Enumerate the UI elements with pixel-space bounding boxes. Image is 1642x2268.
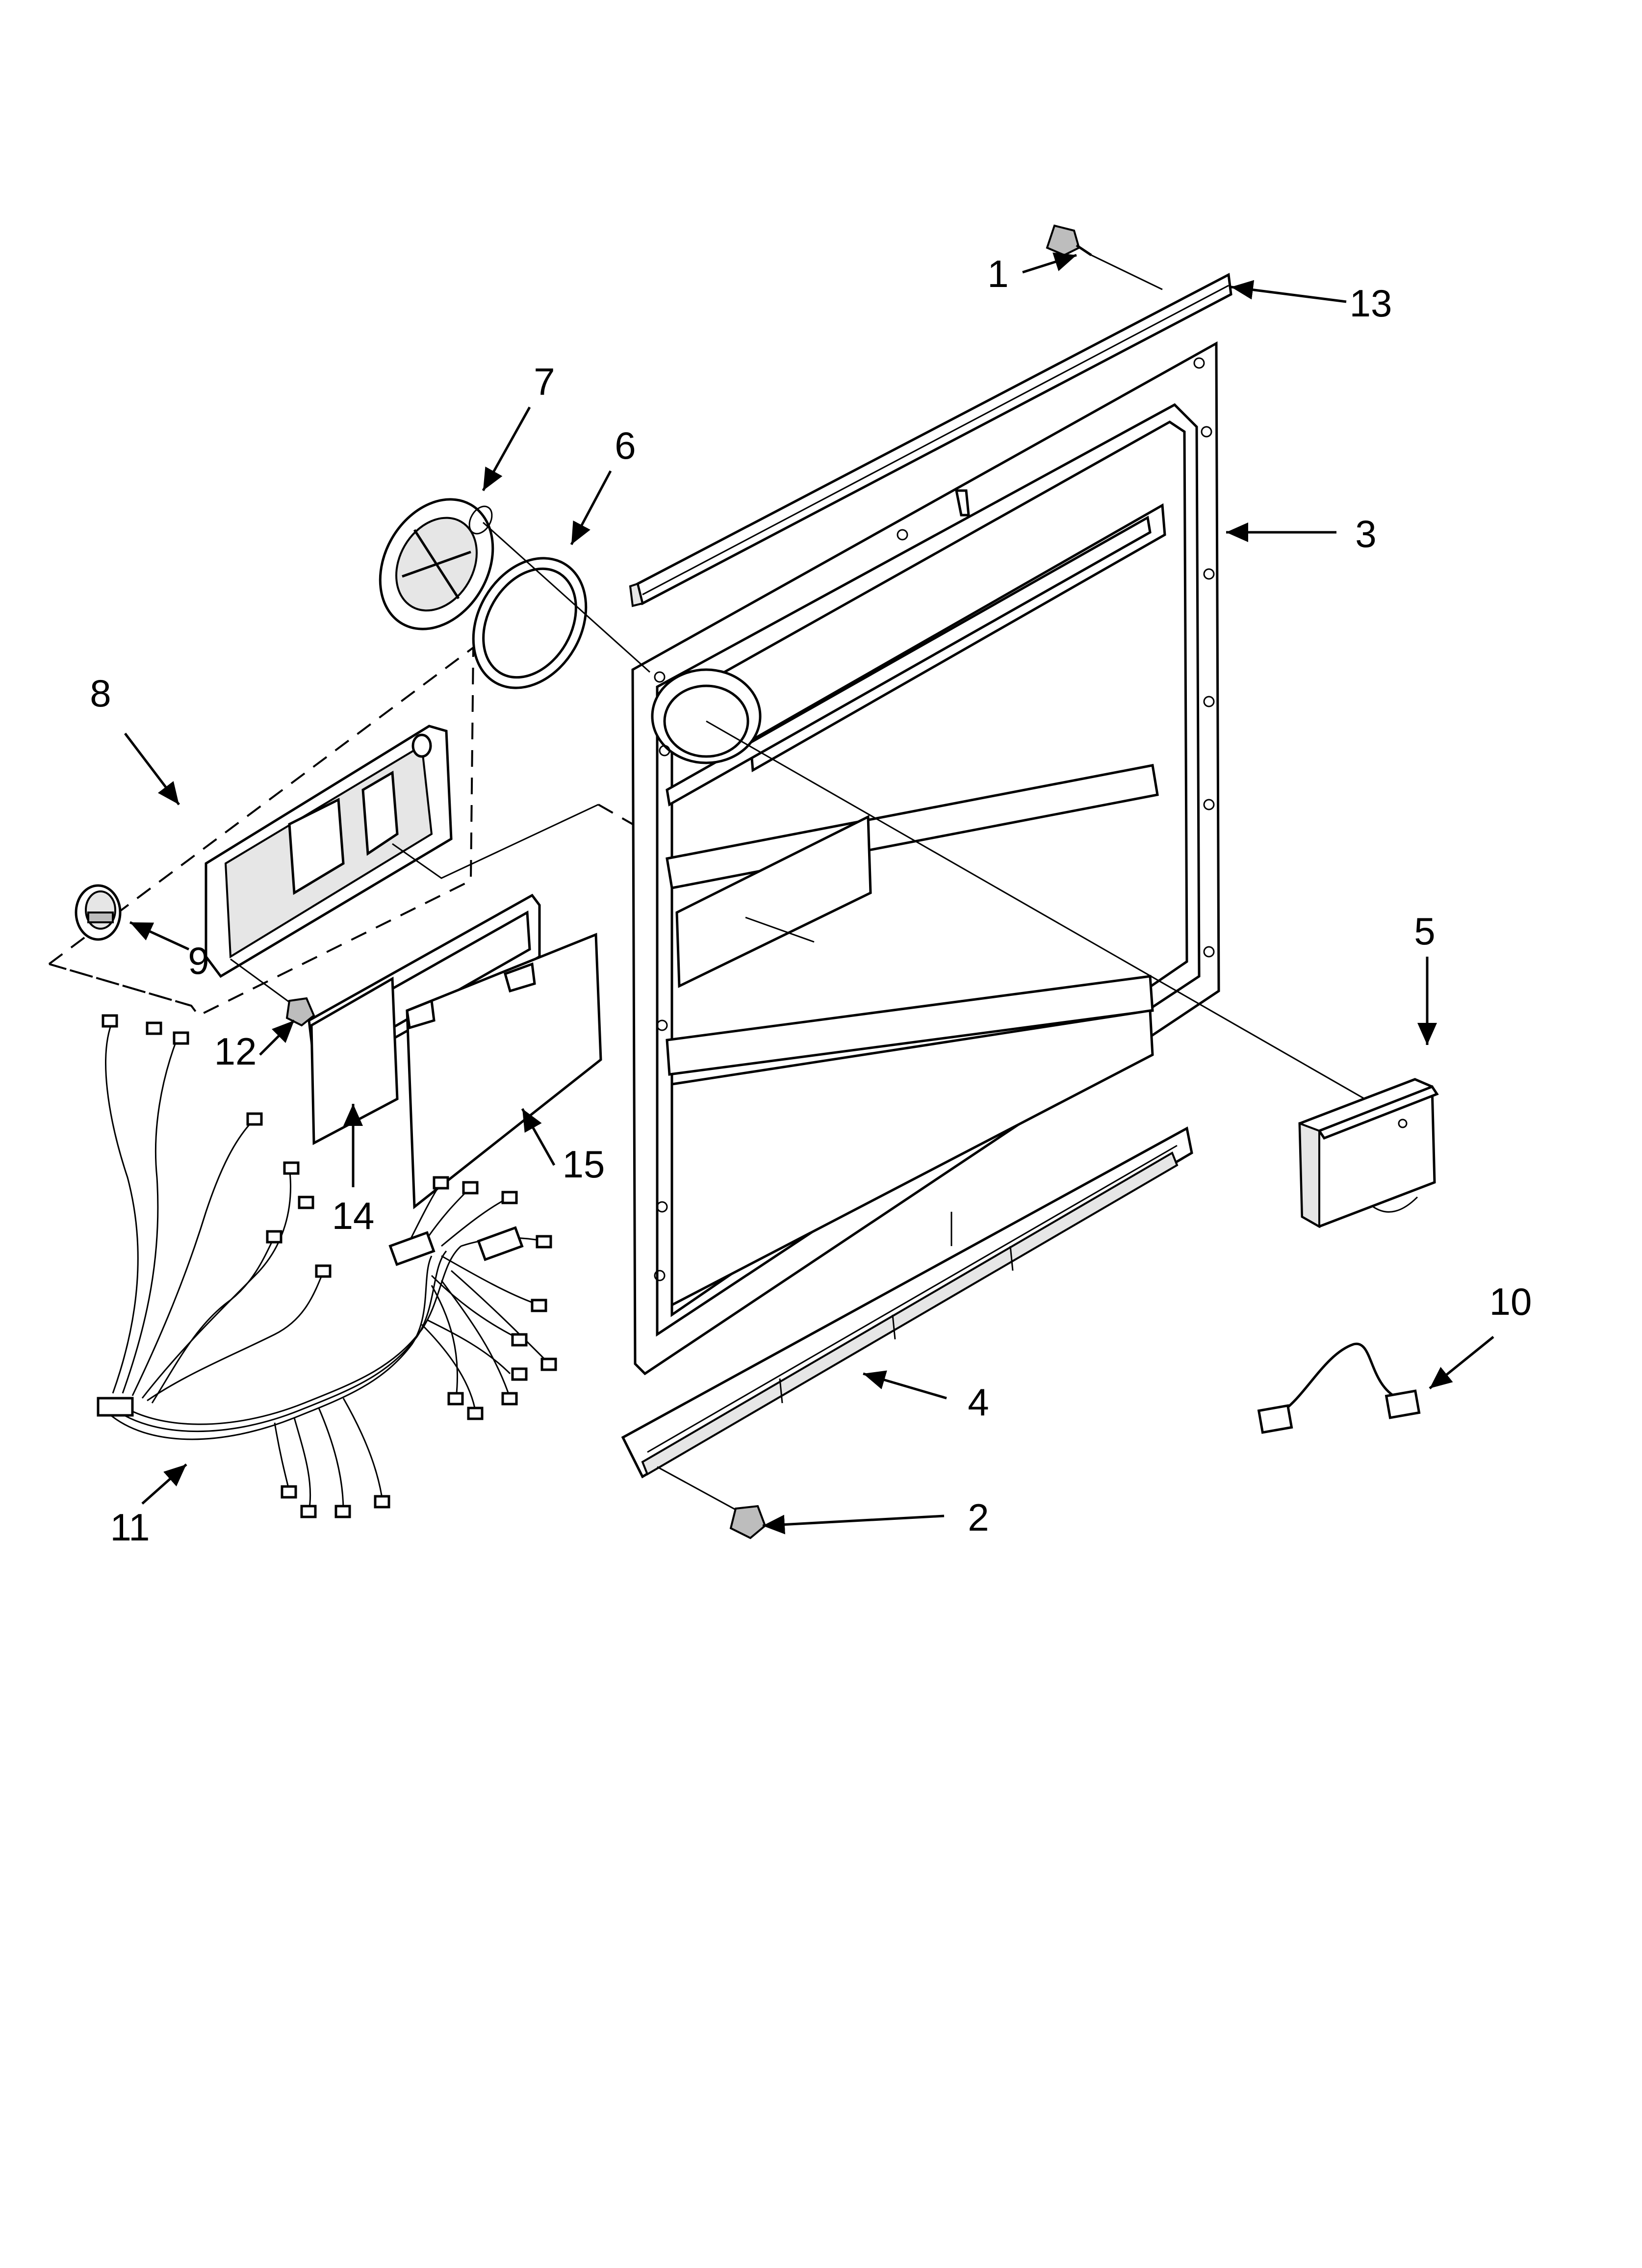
part-10-wire-connector [1257, 1342, 1421, 1434]
part-5-vent-housing [1298, 1078, 1439, 1228]
part-8-dispenser-assembly [47, 645, 633, 1017]
callout-4: 4 [968, 1381, 989, 1424]
part-9-knob [75, 884, 122, 941]
explode-line-vent [482, 521, 651, 673]
callout-6: 6 [615, 424, 636, 467]
part-4-bottom-strip [621, 1126, 1193, 1479]
part-1-screw [1046, 224, 1163, 290]
explode-line-vent-5 [706, 720, 1408, 1124]
part-12-screw [230, 958, 315, 1027]
callout-9: 9 [188, 939, 209, 982]
callout-13: 13 [1350, 282, 1392, 325]
part-14-panel-gasket [308, 893, 541, 1146]
callout-14: 14 [332, 1194, 375, 1237]
callout-3: 3 [1355, 512, 1376, 555]
callout-labels: 1 2 3 4 5 6 7 8 9 10 11 12 13 14 15 [90, 252, 1532, 1549]
part-15-insulation [406, 933, 602, 1210]
callout-10: 10 [1489, 1280, 1532, 1323]
part-6-gasket [472, 557, 588, 689]
callout-5: 5 [1414, 910, 1435, 953]
part-3-inner-door [631, 341, 1220, 1376]
part-2-screw [657, 1466, 767, 1539]
callout-2: 2 [968, 1496, 989, 1539]
callout-leaders [124, 252, 1494, 1535]
part-7-vent-cap [379, 498, 494, 630]
callout-8: 8 [90, 672, 111, 715]
callout-15: 15 [563, 1143, 605, 1186]
part-11-wire-harness [97, 1014, 557, 1518]
callout-11: 11 [110, 1506, 150, 1549]
callout-12: 12 [214, 1030, 257, 1073]
callout-7: 7 [534, 360, 555, 403]
callout-1: 1 [987, 252, 1008, 295]
